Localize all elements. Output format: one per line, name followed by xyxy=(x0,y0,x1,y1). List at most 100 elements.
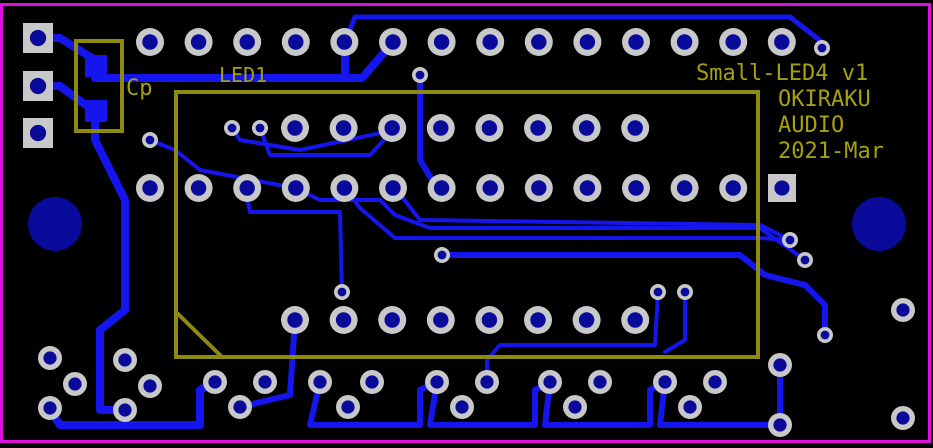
pad-top-row-drill xyxy=(336,34,353,50)
pin1-marker xyxy=(174,310,224,359)
pad-bottom-drill xyxy=(341,400,355,414)
pad-led-square-drill xyxy=(774,180,790,196)
pad-left-header-drill xyxy=(29,124,47,142)
pad-bottom-drill xyxy=(118,353,132,367)
pad-led-row-1-drill xyxy=(530,120,546,136)
pad-led-row-2-drill xyxy=(142,180,158,196)
via-drill xyxy=(255,123,265,133)
pad-top-row-drill xyxy=(774,34,790,50)
via-drill xyxy=(145,135,155,145)
pad-top-row-drill xyxy=(385,34,401,50)
pad-bottom-drill xyxy=(568,400,582,414)
pad-top-row-drill xyxy=(531,34,547,50)
via-drill xyxy=(437,250,447,260)
pad-bottom-drill xyxy=(143,379,157,393)
pad-bottom-drill xyxy=(430,375,444,389)
mounting-hole-left xyxy=(28,197,82,251)
pad-top-row-drill xyxy=(579,34,596,50)
pad-led-row-1-drill xyxy=(578,120,595,136)
pad-top-row-drill xyxy=(239,34,255,50)
pad-top-row-drill xyxy=(433,34,450,50)
pad-led-row-2-drill xyxy=(579,180,596,196)
pads xyxy=(23,23,915,437)
pad-led-row-3-drill xyxy=(384,312,400,328)
pad-led-row-3-drill xyxy=(627,312,643,328)
pad-led-row-3-drill xyxy=(530,312,546,328)
pad-led-row-1-drill xyxy=(481,120,498,136)
pad-bottom-drill xyxy=(233,400,247,414)
pad-led-row-2-drill xyxy=(482,180,498,196)
pad-led-row-2-drill xyxy=(725,180,741,196)
led-display-outline xyxy=(174,90,760,359)
pad-bottom-drill xyxy=(43,401,57,415)
pad-led-row-3-drill xyxy=(433,312,449,328)
via-drill xyxy=(800,255,810,265)
pad-led-row-2-drill xyxy=(336,180,353,196)
pad-bottom-drill xyxy=(455,400,469,414)
pad-bottom-drill xyxy=(773,418,787,432)
silkscreen xyxy=(74,39,760,359)
pad-left-header-drill xyxy=(29,29,47,47)
title-line-1: Small-LED4 v1 xyxy=(696,61,868,86)
pad-bottom-drill xyxy=(480,375,494,389)
pad-bottom-drill xyxy=(658,375,672,389)
pad-bottom-drill xyxy=(313,375,327,389)
pad-led-row-1-drill xyxy=(384,120,400,136)
cap-pad-2 xyxy=(85,100,107,122)
via-drill xyxy=(817,43,827,53)
pad-led-row-2-drill xyxy=(288,180,304,196)
via-drill xyxy=(680,287,690,297)
pad-bottom-drill xyxy=(683,400,697,414)
via-drill xyxy=(415,70,425,80)
pad-bottom-drill xyxy=(543,375,557,389)
pad-led-row-1-drill xyxy=(287,120,303,136)
pad-bottom-drill xyxy=(208,375,222,389)
led-ref-label: LED1 xyxy=(219,63,267,87)
pad-bottom-drill xyxy=(43,351,57,365)
via-drill xyxy=(653,287,663,297)
via-drill xyxy=(785,235,795,245)
pad-top-row-drill xyxy=(142,34,158,50)
cap-pad-1 xyxy=(85,55,107,77)
cap-outline xyxy=(74,39,124,133)
pad-bottom-drill xyxy=(773,358,787,372)
pad-left-header-drill xyxy=(29,77,47,95)
pad-bottom-drill xyxy=(68,377,82,391)
pad-bottom-drill xyxy=(118,403,132,417)
title-line-4: 2021-Mar xyxy=(778,139,884,164)
pad-top-row-drill xyxy=(288,34,304,50)
pad-led-row-2-drill xyxy=(433,180,450,196)
pad-led-row-2-drill xyxy=(190,180,207,196)
pad-led-row-2-drill xyxy=(239,180,255,196)
via-drill xyxy=(820,330,830,340)
title-line-2: OKIRAKU xyxy=(778,87,871,112)
title-line-3: AUDIO xyxy=(778,113,844,138)
pad-led-row-3-drill xyxy=(481,312,498,328)
via-drill xyxy=(227,123,237,133)
pad-top-row-drill xyxy=(628,34,644,50)
pad-led-row-3-drill xyxy=(335,312,352,328)
pad-bottom-drill xyxy=(708,375,722,389)
pad-led-row-2-drill xyxy=(531,180,547,196)
pad-led-row-2-drill xyxy=(385,180,401,196)
pad-bottom-drill xyxy=(365,375,379,389)
pad-top-row-drill xyxy=(725,34,741,50)
pad-top-row-drill xyxy=(676,34,693,50)
pad-bottom-drill xyxy=(593,375,607,389)
mounting-hole-right xyxy=(852,197,906,251)
pad-top-row-drill xyxy=(482,34,498,50)
board-outline xyxy=(0,3,931,443)
pad-bottom-drill xyxy=(896,303,910,317)
pad-led-row-1-drill xyxy=(335,120,352,136)
pad-led-row-1-drill xyxy=(433,120,449,136)
pad-top-row-drill xyxy=(190,34,207,50)
pad-led-row-3-drill xyxy=(578,312,595,328)
pad-bottom-drill xyxy=(896,411,910,425)
pad-led-row-2-drill xyxy=(676,180,693,196)
pad-led-row-2-drill xyxy=(628,180,644,196)
pad-led-row-3-drill xyxy=(287,312,303,328)
pad-bottom-drill xyxy=(258,375,272,389)
via-drill xyxy=(337,287,347,297)
